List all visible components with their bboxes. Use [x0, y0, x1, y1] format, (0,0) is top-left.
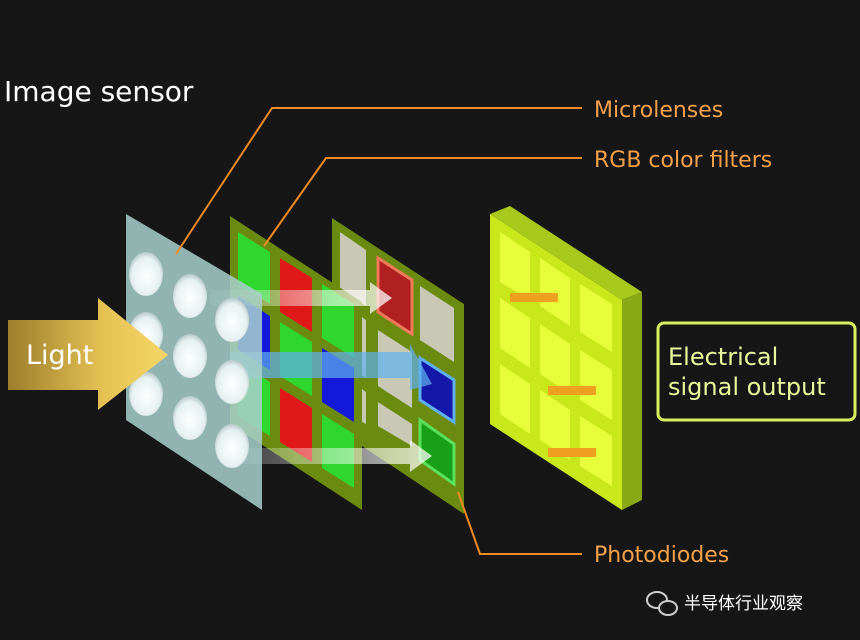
signal-bar: [510, 293, 558, 302]
microlens: [215, 360, 249, 404]
microlens: [215, 298, 249, 342]
signal-bar: [548, 448, 596, 457]
signal-output-line1: Electrical: [668, 343, 778, 371]
light-beams: [210, 282, 432, 472]
microlens: [129, 252, 163, 296]
microlens: [173, 334, 207, 378]
microlenses-callout: [175, 107, 582, 255]
microlens: [173, 396, 207, 440]
callout-lines: [175, 107, 582, 555]
light-label: Light: [26, 340, 93, 371]
signal-bar: [548, 386, 596, 395]
rgb-filters-callout: [263, 157, 582, 247]
photodiodes-label: Photodiodes: [594, 543, 729, 568]
microlens-layer: [126, 214, 262, 510]
microlens: [215, 424, 249, 468]
rgb-filters-label: RGB color filters: [594, 148, 772, 173]
signal-output-panel: [490, 206, 642, 510]
watermark-text: 半导体行业观察: [684, 594, 803, 614]
filter-cell-red: [280, 388, 312, 462]
microlens: [129, 372, 163, 416]
microlenses-label: Microlenses: [594, 98, 723, 123]
signal-output-box: [656, 321, 857, 422]
photodiodes-callout: [457, 491, 582, 555]
diagram-title: Image sensor: [4, 75, 194, 108]
signal-output-line2: signal output: [668, 373, 826, 401]
microlens: [173, 274, 207, 318]
light-arrow: [8, 298, 168, 410]
wechat-icon: [646, 591, 678, 616]
